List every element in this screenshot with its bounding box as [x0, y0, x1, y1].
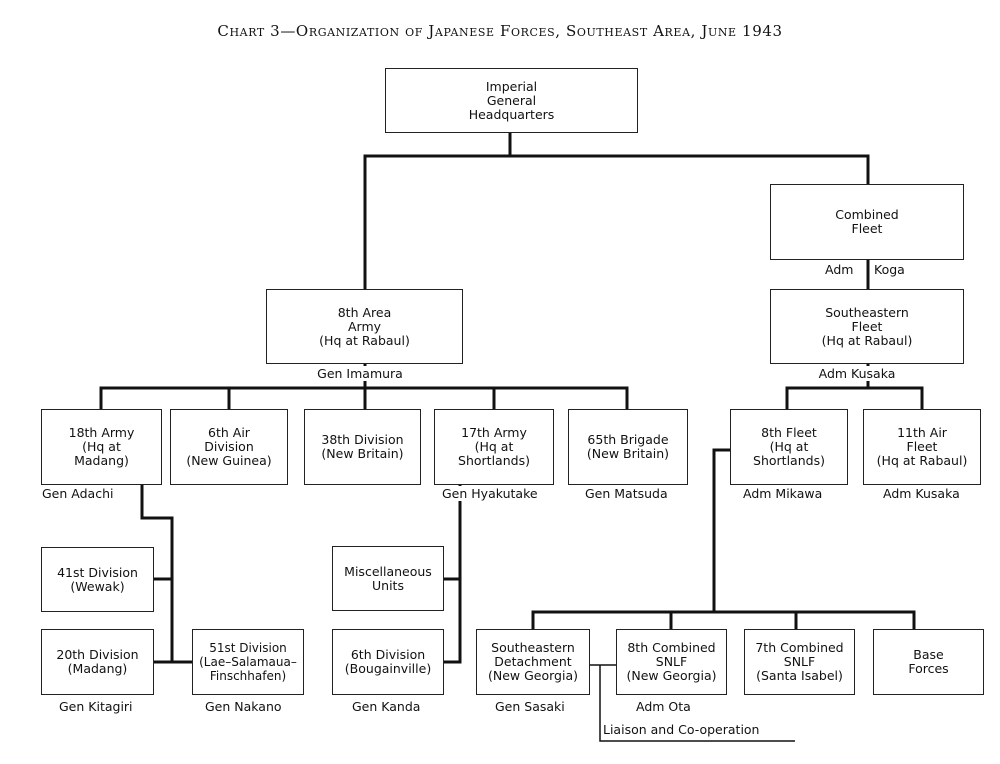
node-8th-combined-snlf: 8th Combined SNLF (New Georgia)	[616, 629, 727, 695]
commander-kusaka-air: Adm Kusaka	[881, 486, 962, 501]
node-41st-division: 41st Division (Wewak)	[41, 547, 154, 612]
node-6th-division: 6th Division (Bougainville)	[332, 629, 444, 695]
chart-title: Chart 3—Organization of Japanese Forces,…	[217, 22, 783, 40]
node-51st-division: 51st Division (Lae–Salamaua– Finschhafen…	[192, 629, 304, 695]
commander-koga-name: Koga	[874, 262, 905, 277]
node-8th-area-army: 8th Area Army (Hq at Rabaul)	[266, 289, 463, 364]
commander-kitagiri: Gen Kitagiri	[57, 699, 135, 714]
commander-matsuda: Gen Matsuda	[583, 486, 670, 501]
commander-kusaka-fleet: Adm Kusaka	[816, 366, 898, 381]
legend-liaison: Liaison and Co-operation	[603, 722, 760, 737]
node-7th-combined-snlf: 7th Combined SNLF (Santa Isabel)	[744, 629, 855, 695]
node-combined-fleet: Combined Fleet	[770, 184, 964, 260]
commander-kanda: Gen Kanda	[350, 699, 423, 714]
node-miscellaneous-units: Miscellaneous Units	[332, 546, 444, 611]
commander-ota: Adm Ota	[634, 699, 693, 714]
node-8th-fleet: 8th Fleet (Hq at Shortlands)	[730, 409, 848, 485]
node-11th-air-fleet: 11th Air Fleet (Hq at Rabaul)	[863, 409, 981, 485]
commander-imamura: Gen Imamura	[315, 366, 405, 381]
node-65th-brigade: 65th Brigade (New Britain)	[568, 409, 688, 485]
node-6th-air-division: 6th Air Division (New Guinea)	[170, 409, 288, 485]
commander-nakano: Gen Nakano	[203, 699, 284, 714]
node-20th-division: 20th Division (Madang)	[41, 629, 154, 695]
commander-adachi: Gen Adachi	[40, 486, 116, 501]
commander-koga-prefix: Adm	[825, 262, 854, 277]
commander-sasaki: Gen Sasaki	[493, 699, 567, 714]
node-38th-division: 38th Division (New Britain)	[304, 409, 421, 485]
node-imperial-general-headquarters: Imperial General Headquarters	[385, 68, 638, 133]
node-southeastern-fleet: Southeastern Fleet (Hq at Rabaul)	[770, 289, 964, 364]
node-17th-army: 17th Army (Hq at Shortlands)	[434, 409, 554, 485]
commander-hyakutake: Gen Hyakutake	[440, 486, 540, 501]
node-southeastern-detachment: Southeastern Detachment (New Georgia)	[476, 629, 590, 695]
node-base-forces: Base Forces	[873, 629, 984, 695]
commander-mikawa: Adm Mikawa	[741, 486, 825, 501]
node-18th-army: 18th Army (Hq at Madang)	[41, 409, 162, 485]
